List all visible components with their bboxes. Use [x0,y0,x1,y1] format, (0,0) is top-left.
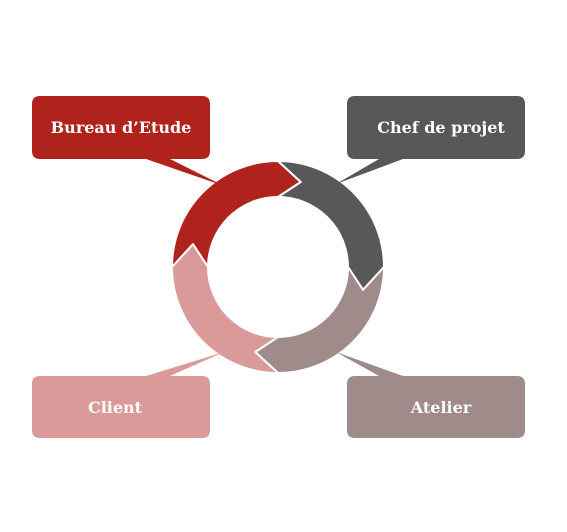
callout-atelier-label: Atelier [410,398,472,417]
callout-client: Client [32,352,224,438]
callout-client-label: Client [88,398,143,417]
callout-bureau-shape [32,96,224,186]
callout-atelier: Atelier [336,352,525,438]
callout-bureau: Bureau d’Etude [32,96,224,186]
callout-bureau-label: Bureau d’Etude [51,118,192,137]
callout-chef: Chef de projet [336,96,525,184]
callout-client-shape [32,352,224,438]
cycle-ring [171,160,385,374]
callout-atelier-shape [336,352,525,438]
callout-chef-label: Chef de projet [377,118,505,137]
ring-segment-client [171,243,279,374]
callout-chef-shape [336,96,525,184]
